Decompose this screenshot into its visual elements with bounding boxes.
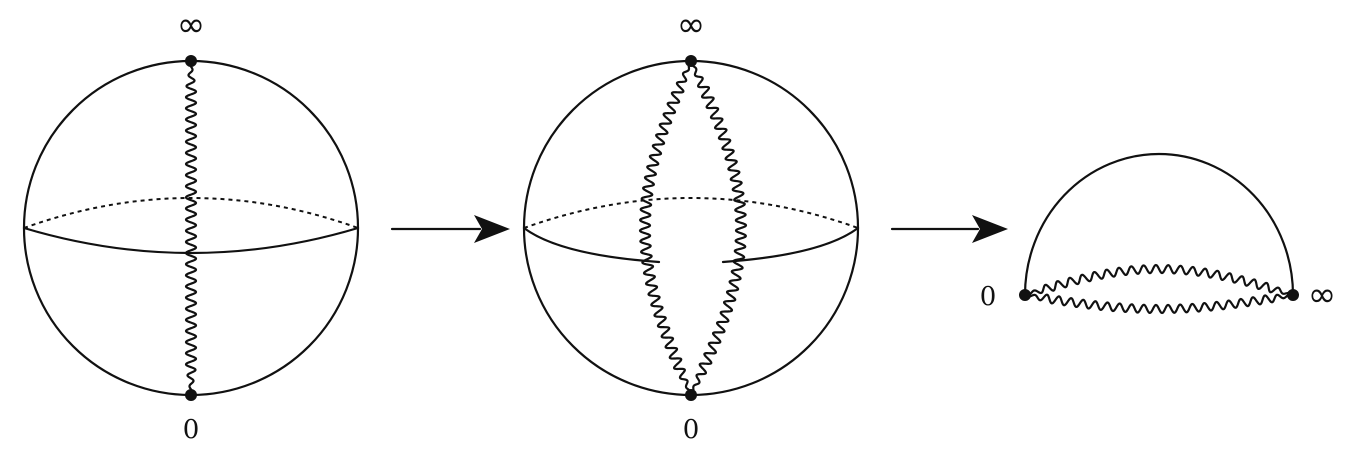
sphere-one-south-pole-dot <box>185 389 197 401</box>
hemisphere-branch-cut-lower <box>1023 293 1295 315</box>
hemisphere-branch-cut-upper <box>1023 263 1295 297</box>
sphere-two-branch-cut-left <box>638 59 693 397</box>
hemisphere-infinity-dot <box>1287 289 1299 301</box>
sphere-one-north-pole-dot <box>185 55 197 67</box>
arrow-two-head <box>972 215 1008 243</box>
sphere-one-infinity-label: ∞ <box>177 5 205 45</box>
hemisphere-zero-dot <box>1019 289 1031 301</box>
hemisphere-arc <box>1023 152 1295 297</box>
sphere-two-equator-front-left <box>522 226 661 264</box>
sphere-two: ∞ 0 <box>522 5 860 445</box>
sphere-two-outline <box>522 59 860 397</box>
sphere-two-infinity-label: ∞ <box>677 5 705 45</box>
sphere-one-branch-cut <box>184 59 198 397</box>
sphere-one-zero-label: 0 <box>183 415 200 445</box>
sphere-one: ∞ 0 <box>22 5 360 445</box>
sphere-two-north-pole-dot <box>685 55 697 67</box>
sphere-two-branch-cut-right <box>689 59 748 397</box>
sphere-two-south-pole-dot <box>685 389 697 401</box>
hemisphere-infinity-label: ∞ <box>1308 275 1336 315</box>
sphere-one-equator-front <box>22 226 360 255</box>
hemisphere-zero-label: 0 <box>980 282 997 312</box>
sphere-two-equator-front-right <box>721 226 860 264</box>
sphere-one-equator-back <box>23 197 359 229</box>
arrow-one <box>390 215 510 243</box>
hemisphere: 0 ∞ <box>980 152 1336 315</box>
sphere-two-equator-back <box>523 197 859 229</box>
arrow-one-head <box>474 215 510 243</box>
sphere-two-zero-label: 0 <box>683 415 700 445</box>
arrow-two <box>890 215 1008 243</box>
